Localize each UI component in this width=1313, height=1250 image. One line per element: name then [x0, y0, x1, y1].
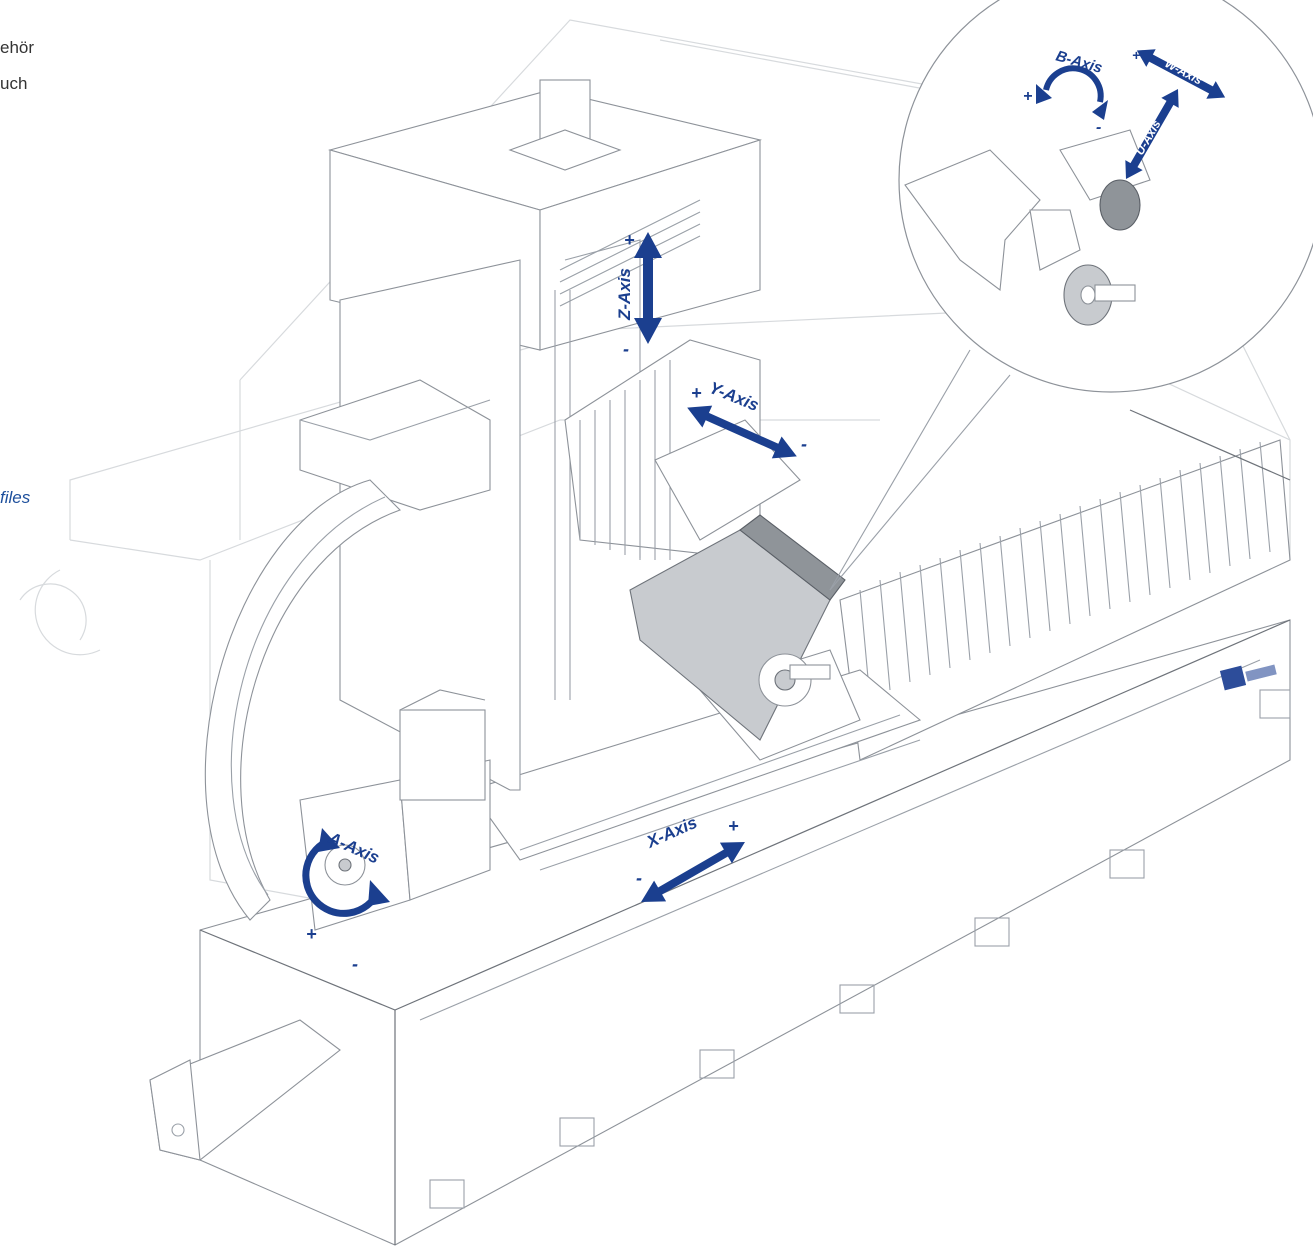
y-axis-plus: + [691, 383, 702, 403]
x-axis-plus: + [728, 816, 739, 836]
w-axis-plus: + [1132, 47, 1140, 63]
w-axis-arrow [1136, 49, 1226, 99]
cable-chain [204, 379, 491, 921]
a-axis-arrow [302, 828, 390, 917]
a-axis-plus: + [306, 924, 317, 944]
a-axis-unit [149, 689, 491, 1161]
x-axis-arrow [641, 842, 745, 902]
y-axis-arrow [687, 405, 797, 459]
u-axis-arrow [1125, 88, 1179, 180]
machine-bed [199, 619, 1291, 1246]
z-axis-label: Z-Axis [615, 268, 634, 321]
sidebar-files-link[interactable]: files [0, 488, 31, 507]
b-axis-plus: + [1023, 88, 1032, 105]
z-axis-minus: - [623, 339, 629, 359]
z-axis-arrow [634, 232, 662, 344]
x-axis-minus: - [636, 868, 642, 888]
spindle-head [629, 419, 846, 741]
sidebar-text-line-2: uch [0, 74, 28, 93]
b-axis-minus: - [1096, 119, 1101, 136]
w-axis-minus: - [1212, 87, 1217, 103]
a-axis-minus: - [352, 954, 358, 974]
y-axis-minus: - [801, 434, 807, 454]
z-axis-plus: + [624, 230, 635, 250]
brand-logo [1219, 664, 1277, 691]
sidebar-text-line-1: ehör [0, 38, 35, 57]
b-axis-arrow [1036, 65, 1108, 120]
